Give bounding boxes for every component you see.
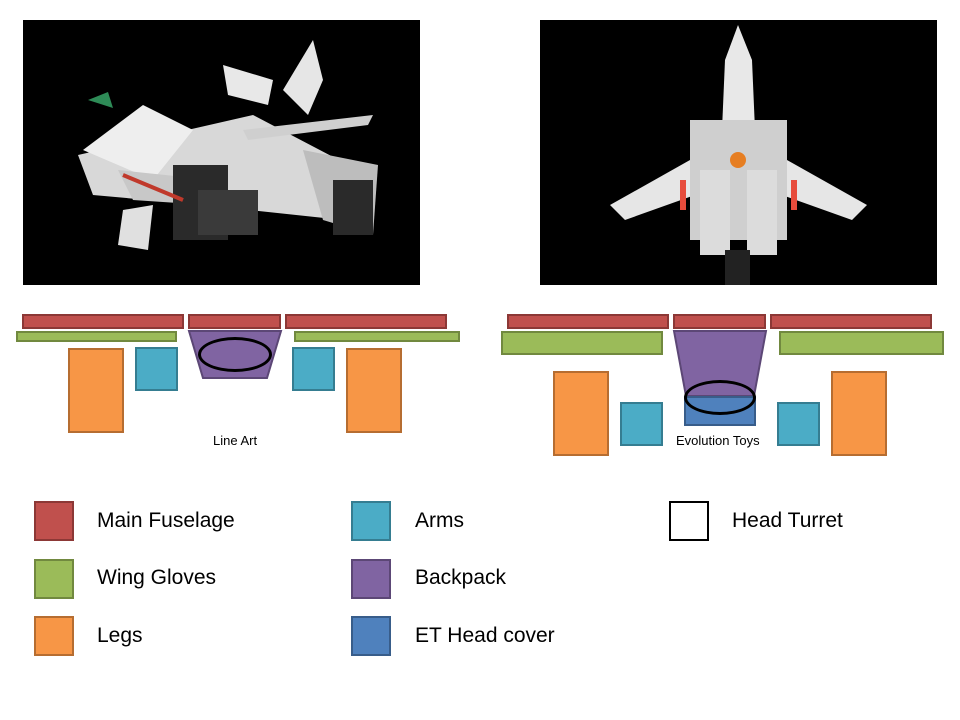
legend-swatch-legs bbox=[34, 616, 74, 656]
right-fuselage-right bbox=[770, 314, 932, 329]
legend-label-et-head-cover: ET Head cover bbox=[415, 624, 555, 647]
left-photo bbox=[23, 20, 420, 285]
legend-label-head-turret: Head Turret bbox=[732, 509, 843, 532]
caption-line-art: Line Art bbox=[213, 433, 258, 448]
right-head-turret bbox=[684, 380, 756, 415]
right-leg-left bbox=[553, 371, 609, 456]
left-leg-left bbox=[68, 348, 124, 433]
right-photo bbox=[540, 20, 937, 285]
left-wing-glove-right bbox=[294, 331, 460, 342]
right-arm-left bbox=[620, 402, 663, 446]
jet-side-illustration bbox=[23, 20, 420, 285]
right-arm-right bbox=[777, 402, 820, 446]
legend-swatch-arms bbox=[351, 501, 391, 541]
legend-swatch-backpack bbox=[351, 559, 391, 599]
legend-swatch-main-fuselage bbox=[34, 501, 74, 541]
left-fuselage-right bbox=[285, 314, 447, 329]
legend-label-wing-gloves: Wing Gloves bbox=[97, 566, 217, 589]
right-wing-glove-right bbox=[779, 331, 944, 355]
left-fuselage-left bbox=[22, 314, 184, 329]
jet-rear-illustration bbox=[540, 20, 937, 285]
left-wing-glove-left bbox=[16, 331, 177, 342]
caption-evolution-toys: Evolution Toys bbox=[676, 433, 760, 448]
right-fuselage-left bbox=[507, 314, 669, 329]
legend-swatch-et-head-cover bbox=[351, 616, 391, 656]
left-leg-right bbox=[346, 348, 402, 433]
legend-swatch-head-turret bbox=[669, 501, 709, 541]
left-arm-left bbox=[135, 347, 178, 391]
legend-label-backpack: Backpack bbox=[415, 566, 507, 589]
left-fuselage-center bbox=[188, 314, 281, 329]
left-arm-right bbox=[292, 347, 335, 391]
right-fuselage-center bbox=[673, 314, 766, 329]
legend-label-legs: Legs bbox=[97, 624, 143, 647]
legend-label-main-fuselage: Main Fuselage bbox=[97, 509, 235, 532]
right-wing-glove-left bbox=[501, 331, 663, 355]
legend-label-arms: Arms bbox=[415, 509, 464, 532]
right-leg-right bbox=[831, 371, 887, 456]
left-head-turret bbox=[198, 337, 272, 372]
legend-swatch-wing-gloves bbox=[34, 559, 74, 599]
